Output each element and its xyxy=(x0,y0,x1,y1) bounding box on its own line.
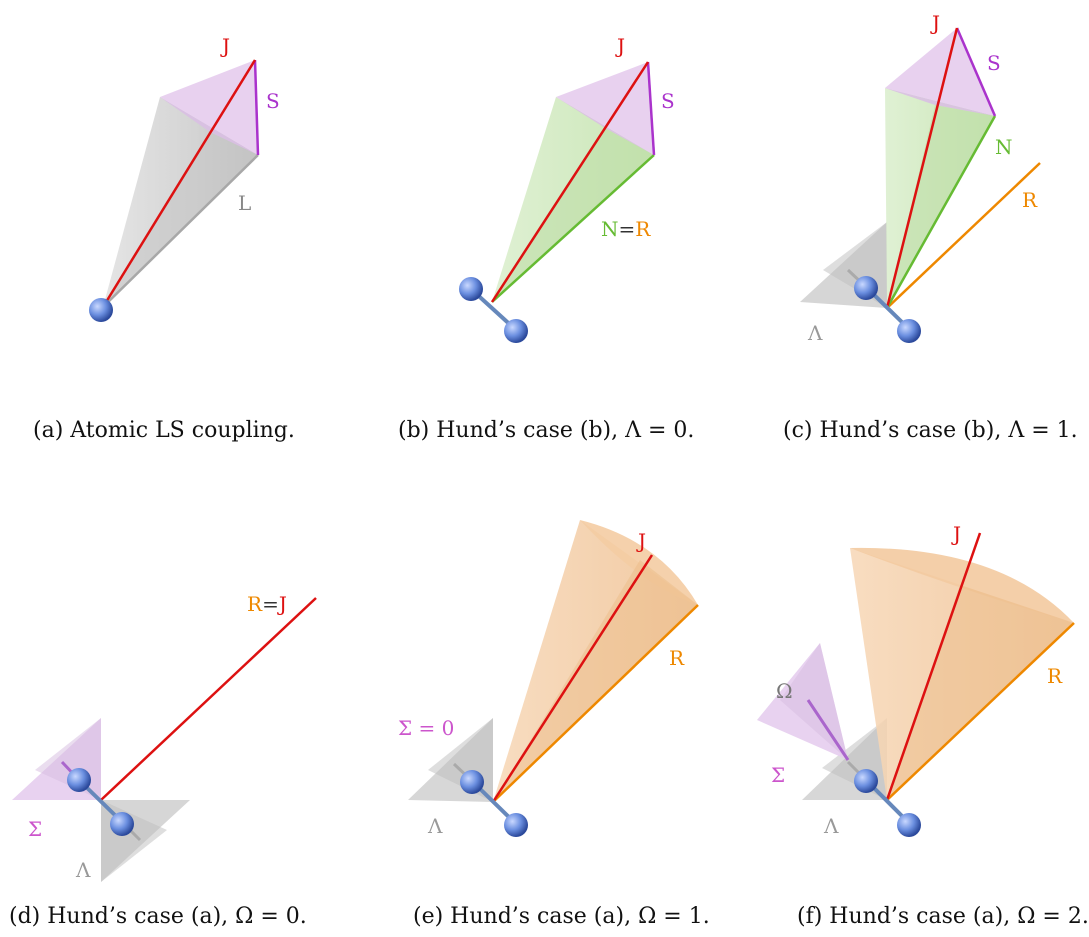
caption-a: (a) Atomic LS coupling. xyxy=(33,418,295,443)
panel-e: J R Σ = 0 Λ xyxy=(398,520,699,838)
r-vector xyxy=(886,622,1075,801)
r-label: R xyxy=(1047,664,1063,688)
r-vector xyxy=(492,604,699,803)
j-label: J xyxy=(220,34,230,58)
l-cone xyxy=(103,97,258,307)
panel-a: J S L xyxy=(89,34,280,322)
atom xyxy=(89,298,113,322)
caption-b: (b) Hund’s case (b), Λ = 0. xyxy=(398,418,695,443)
lambda-label: Λ xyxy=(427,814,443,838)
r-vector xyxy=(886,162,1041,309)
molecule xyxy=(452,762,528,837)
caption-c: (c) Hund’s case (b), Λ = 1. xyxy=(783,418,1078,443)
atom xyxy=(897,813,921,837)
atom xyxy=(67,768,91,792)
l-label: L xyxy=(238,191,251,215)
j-vector xyxy=(100,597,317,801)
atom xyxy=(460,770,484,794)
j-vector xyxy=(491,554,654,803)
r-j-label: R=J xyxy=(247,592,287,616)
molecule xyxy=(846,268,921,343)
atom xyxy=(459,277,483,301)
caption-e: (e) Hund’s case (a), Ω = 1. xyxy=(413,904,710,929)
j-label: J xyxy=(951,522,961,546)
j-label: J xyxy=(636,529,646,553)
l-vector xyxy=(102,154,259,308)
lambda-label: Λ xyxy=(75,858,91,882)
s-vector xyxy=(646,61,656,156)
s-vector xyxy=(955,27,997,117)
s-label: S xyxy=(266,89,280,113)
atom xyxy=(110,812,134,836)
n-label: N xyxy=(995,135,1013,159)
molecule xyxy=(806,699,921,837)
j-label: J xyxy=(930,11,940,35)
j-vector xyxy=(885,27,959,309)
n-vector xyxy=(885,115,997,309)
atom xyxy=(854,769,878,793)
j-vector xyxy=(490,61,650,303)
omega-label: Ω xyxy=(776,679,793,703)
atom xyxy=(504,813,528,837)
r-label: R xyxy=(1022,188,1038,212)
lambda-label: Λ xyxy=(823,814,839,838)
sigma-label: Σ xyxy=(771,763,785,787)
atom xyxy=(504,319,528,343)
n-cone xyxy=(492,97,654,302)
n-vector xyxy=(491,154,655,303)
r-cone xyxy=(493,520,698,802)
n-r-label: N=R xyxy=(601,217,651,241)
molecule xyxy=(60,760,142,842)
s-cone xyxy=(160,60,258,155)
atom xyxy=(897,319,921,343)
n-cone xyxy=(885,88,995,308)
s-label: S xyxy=(987,51,1001,75)
j-vector xyxy=(885,532,982,801)
caption-f: (f) Hund’s case (a), Ω = 2. xyxy=(797,904,1089,929)
caption-d: (d) Hund’s case (a), Ω = 0. xyxy=(9,904,307,929)
j-label: J xyxy=(615,34,625,58)
panel-c: J S N R Λ xyxy=(800,11,1041,345)
s-cone xyxy=(885,28,995,116)
panel-f: J R Ω Σ Λ xyxy=(757,522,1075,838)
sigma-label: Σ = 0 xyxy=(398,716,454,740)
r-label: R xyxy=(669,646,685,670)
lambda-label: Λ xyxy=(807,321,823,345)
panel-d: R=J Σ Λ xyxy=(12,592,317,882)
j-vector xyxy=(101,59,257,308)
molecule xyxy=(459,277,528,343)
omega-cone xyxy=(757,643,848,760)
atom xyxy=(854,276,878,300)
panel-b: J S N=R xyxy=(459,34,675,343)
s-vector xyxy=(253,59,260,156)
s-label: S xyxy=(661,89,675,113)
sigma-label: Σ xyxy=(28,817,42,841)
